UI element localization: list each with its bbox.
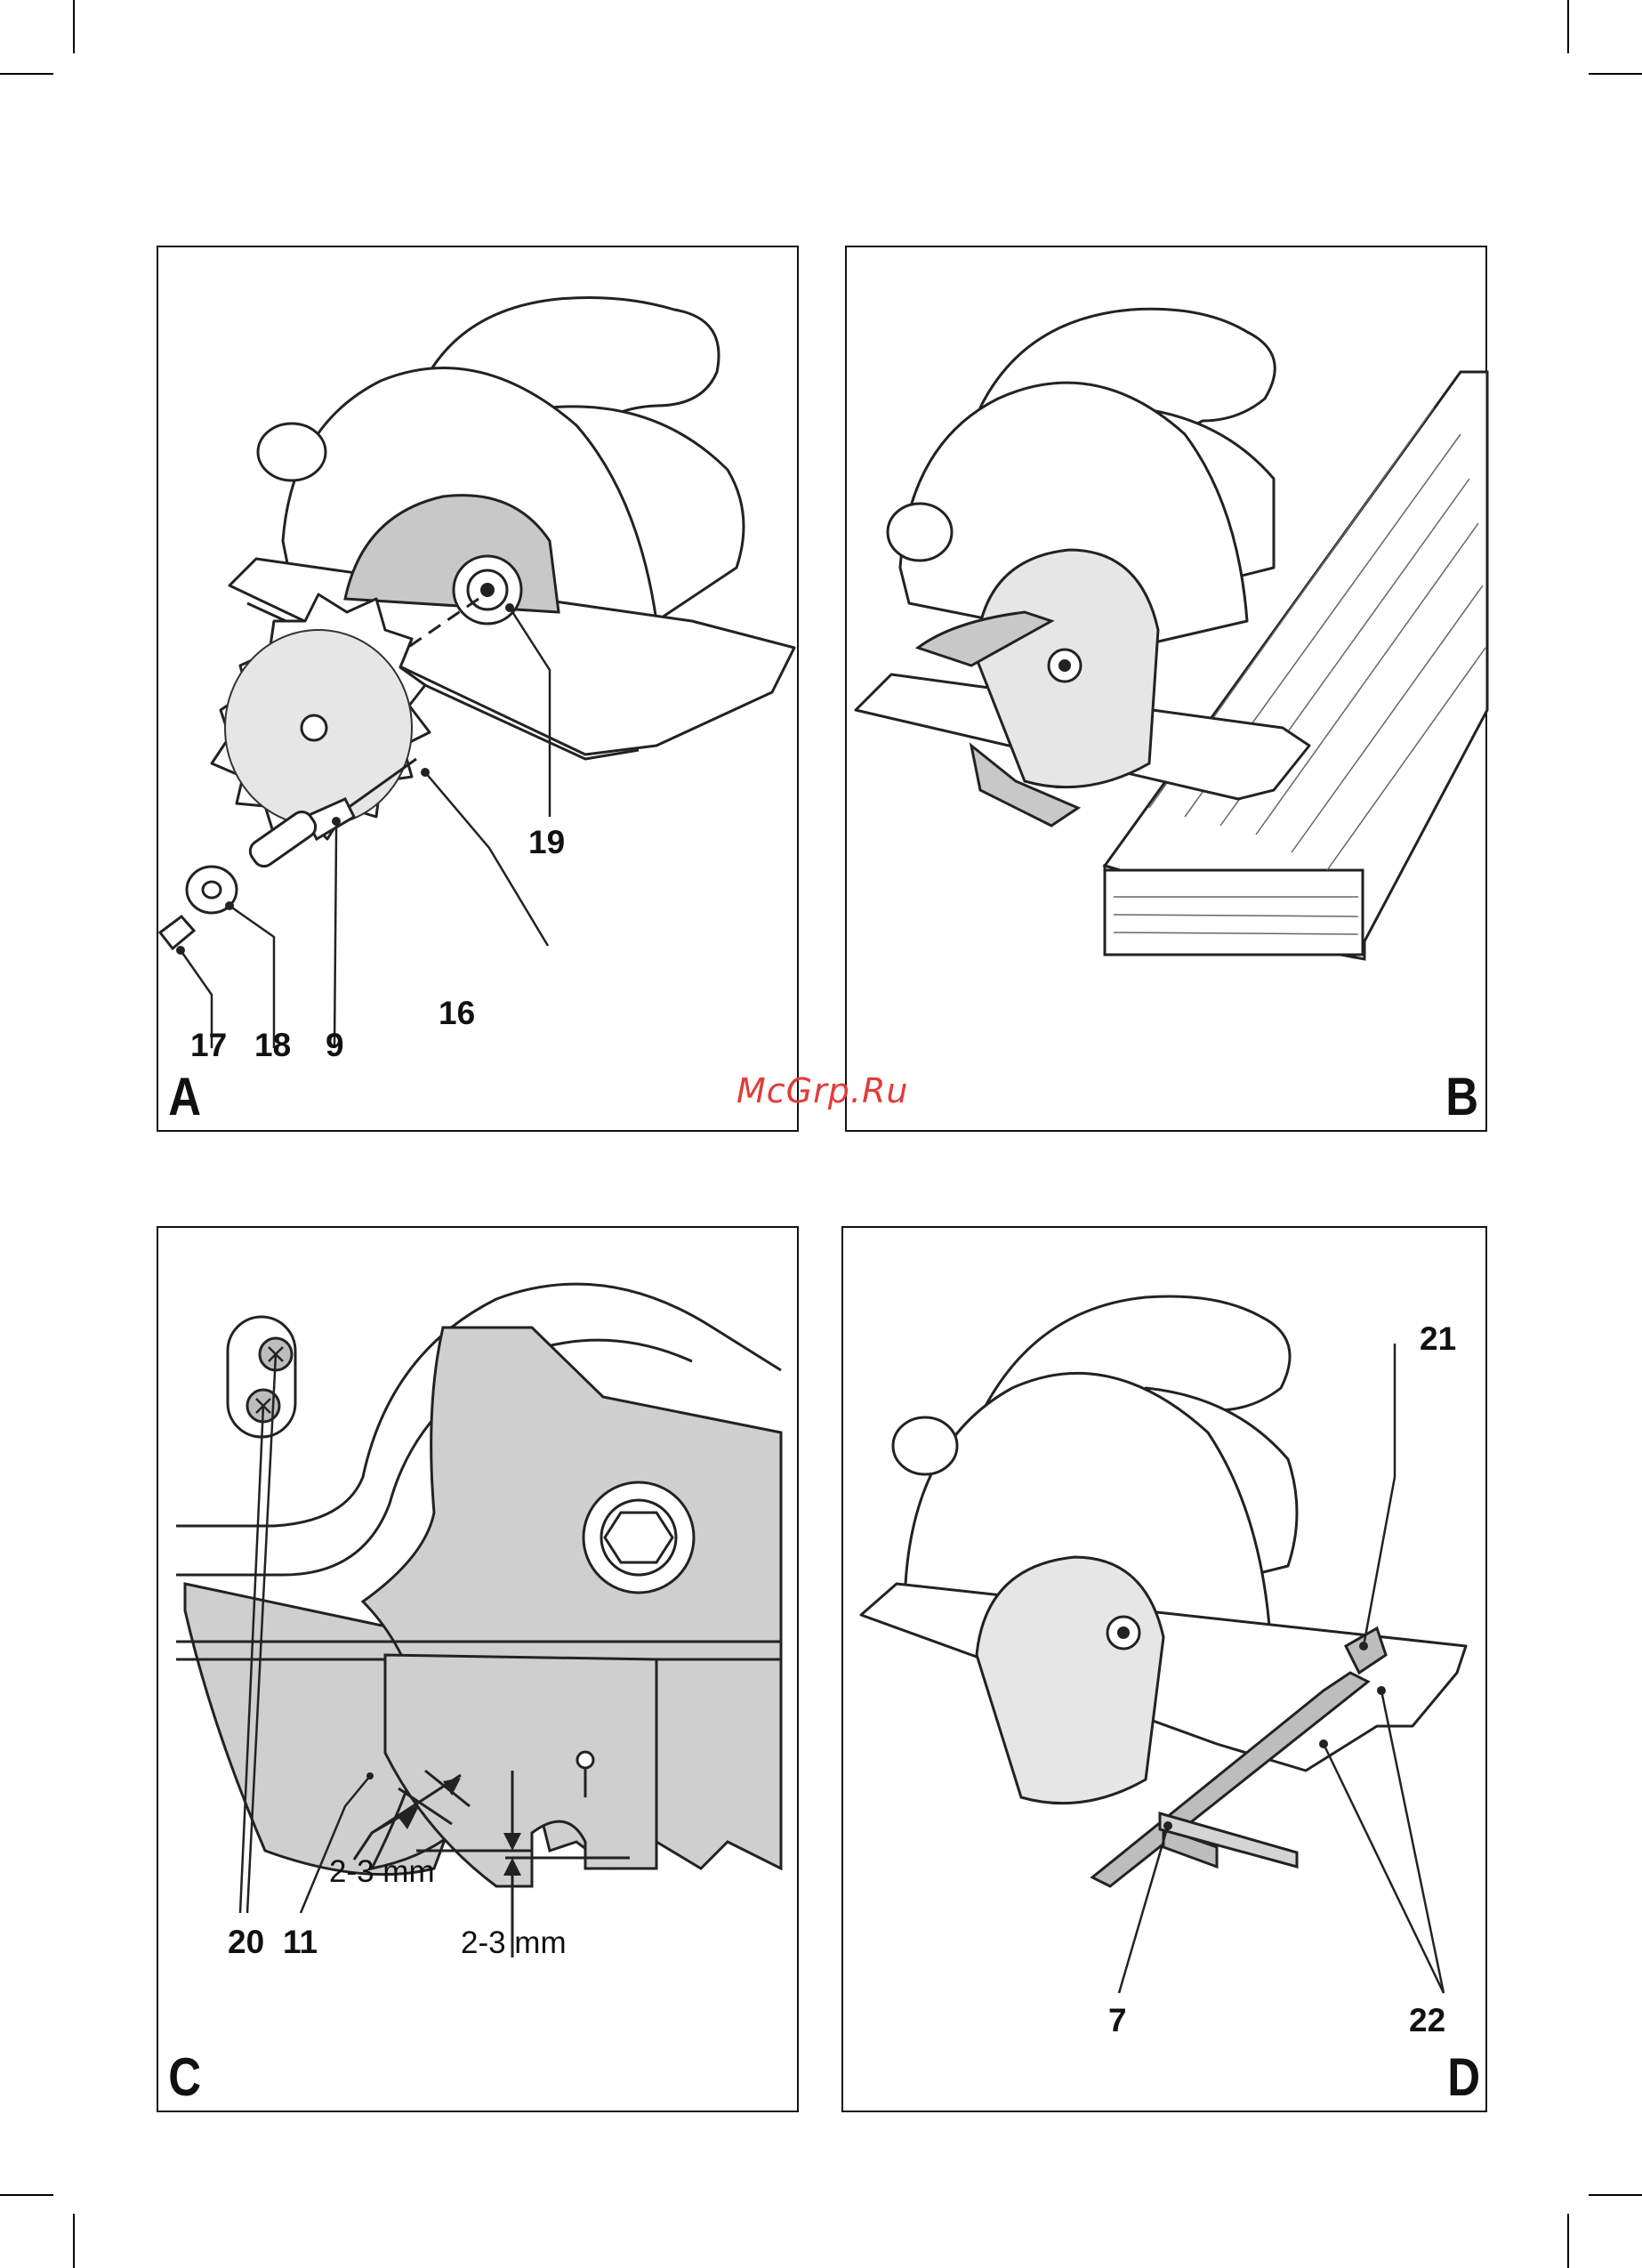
panel-b: B [845, 246, 1487, 1132]
panel-d: 21 7 22 D [841, 1226, 1487, 2112]
label-21: 21 [1420, 1320, 1456, 1358]
saw-blade-fitting-illustration [158, 247, 801, 1134]
crop-mark [1589, 2194, 1642, 2196]
crop-mark [0, 73, 53, 75]
watermark: McGrp.Ru [736, 1071, 908, 1110]
clamping-screw-icon [160, 916, 194, 948]
crop-mark [1567, 2214, 1569, 2268]
panel-letter: A [168, 1066, 201, 1127]
label-22: 22 [1409, 2002, 1445, 2039]
saw-cutting-board-illustration [847, 247, 1489, 1134]
label-11: 11 [283, 1924, 318, 1961]
crop-mark [1589, 73, 1642, 75]
label-7: 7 [1108, 2002, 1127, 2039]
crop-mark [73, 0, 75, 53]
label-9: 9 [326, 1027, 344, 1064]
label-19: 19 [528, 824, 565, 861]
panel-a: 19 16 17 18 9 A [157, 246, 799, 1132]
panel-letter: B [1445, 1066, 1478, 1127]
label-18: 18 [254, 1027, 291, 1064]
gap-measurement-depth: 2-3 mm [461, 1925, 567, 1961]
riving-knife-adjustment-illustration [158, 1228, 801, 2114]
crop-mark [1567, 0, 1569, 53]
parallel-guide-fitting-illustration [843, 1228, 1489, 2114]
panel-c: 2-3 mm 2-3 mm 20 11 C [157, 1226, 799, 2112]
crop-mark [0, 2194, 53, 2196]
gap-measurement-knife: 2-3 mm [329, 1854, 435, 1890]
crop-mark [73, 2214, 75, 2268]
panel-letter: C [168, 2046, 201, 2108]
label-20: 20 [228, 1924, 264, 1961]
panel-letter: D [1447, 2046, 1480, 2108]
label-16: 16 [439, 995, 475, 1032]
label-17: 17 [190, 1027, 227, 1064]
